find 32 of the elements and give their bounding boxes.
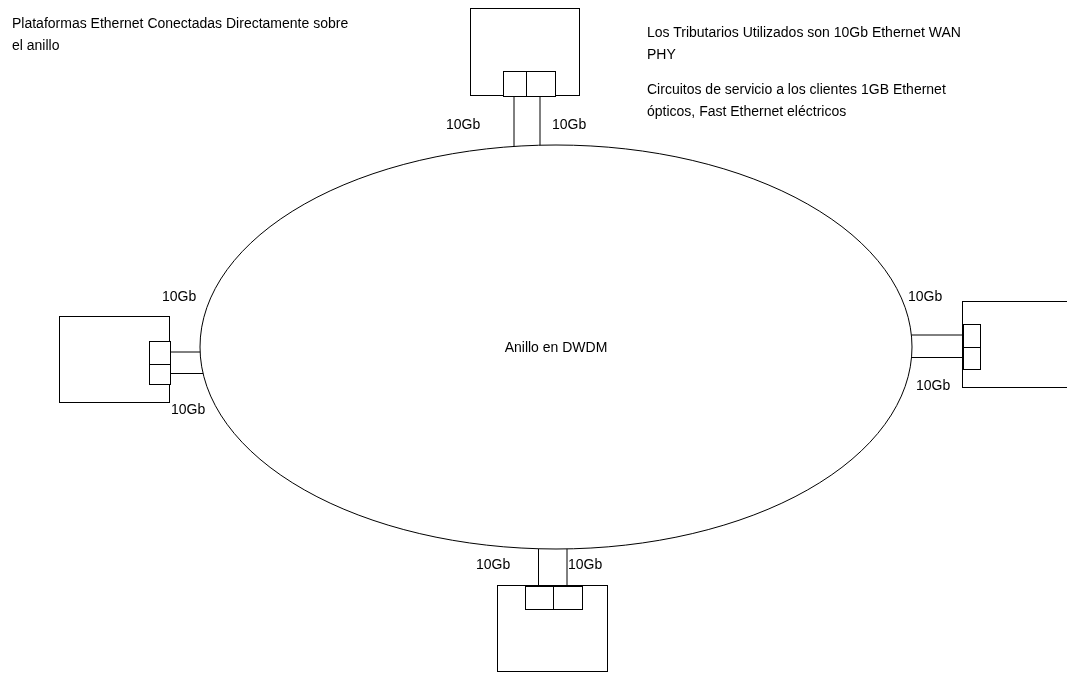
port-box [149,364,171,385]
port-box [149,341,171,365]
port-box [525,586,554,610]
note-text: Circuitos de servicio a los clientes 1GB Ethernet ópticos, Fast Ethernet eléctricos [647,80,947,121]
platform-box [962,301,1067,388]
edge-label: 10Gb [171,401,206,417]
edge-label: 10Gb [446,116,481,132]
port-box [526,71,556,97]
platform-box [497,585,608,672]
note-text: Los Tributarios Utilizados son 10Gb Ethernet WAN PHY [647,23,962,64]
ring-label: Anillo en DWDM [504,337,608,357]
port-box [963,324,981,348]
platform-box [470,8,580,96]
link-line [911,357,963,358]
edge-label: 10Gb [916,377,951,393]
edge-label: 10Gb [552,116,587,132]
platform-box [59,316,170,403]
link-line [513,95,515,147]
link-line [169,373,204,374]
link-line [566,548,568,586]
link-line [169,351,201,353]
port-box [963,347,981,370]
link-line [539,95,541,146]
edge-label: 10Gb [476,556,511,572]
port-box [553,586,583,610]
link-line [538,548,539,586]
edge-label: 10Gb [908,288,943,304]
edge-label: 10Gb [162,288,197,304]
note-text: Plataformas Ethernet Conectadas Directamente sobre el anillo [12,14,350,55]
link-line [910,334,963,336]
port-box [503,71,527,97]
edge-label: 10Gb [568,556,603,572]
